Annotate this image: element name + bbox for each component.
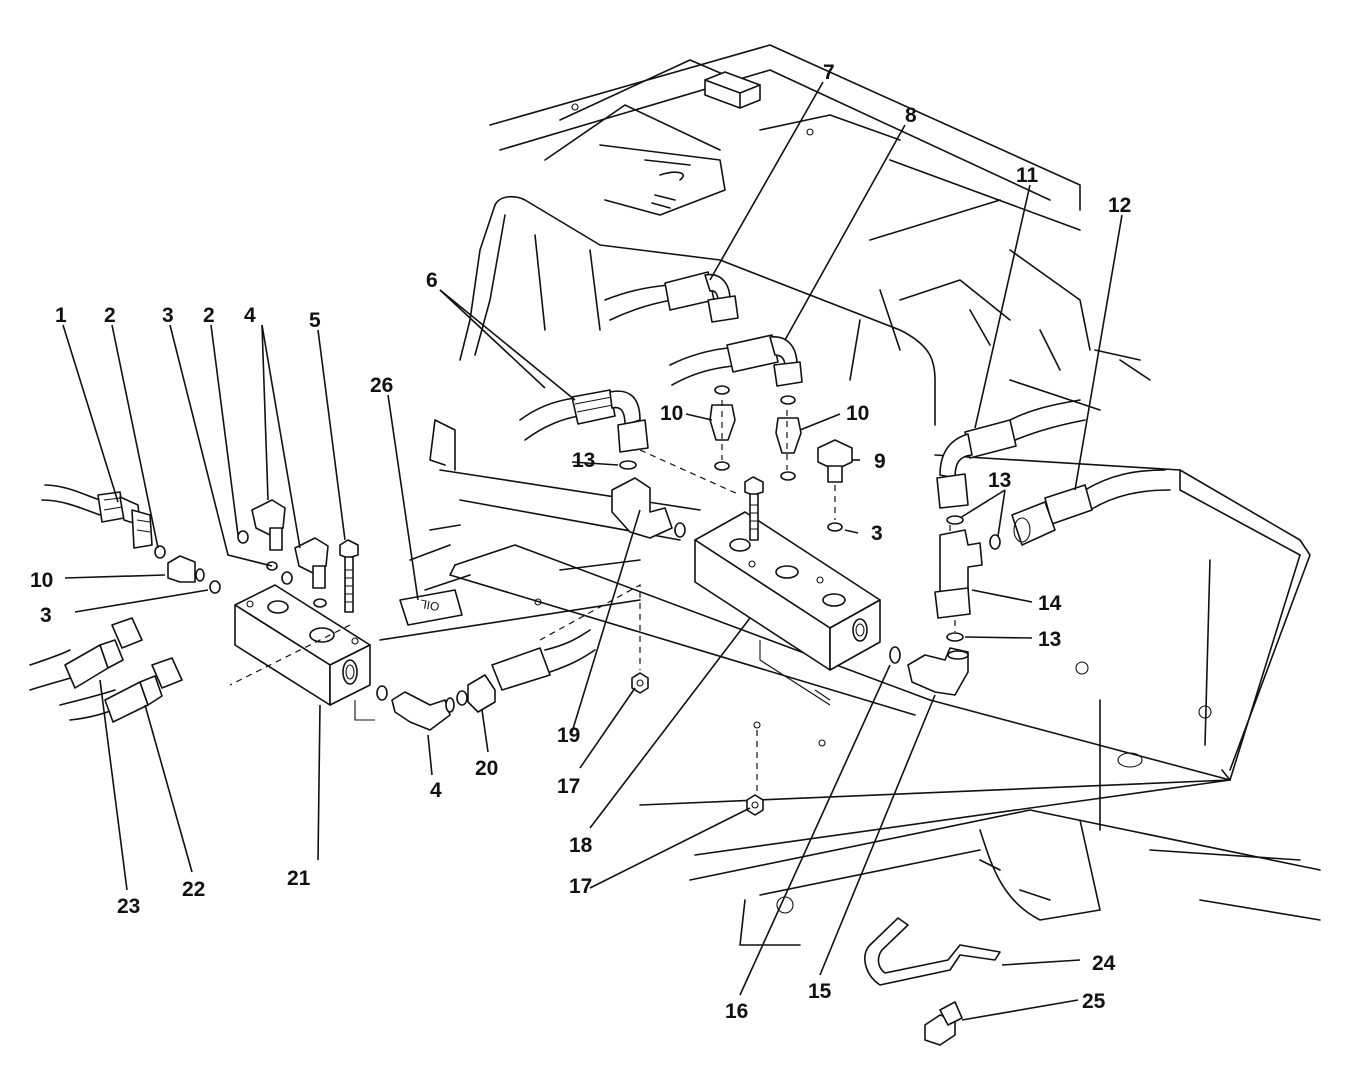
callout-4-lower: 4: [430, 779, 442, 802]
callout-9: 9: [874, 450, 886, 473]
callout-15: 15: [808, 980, 832, 1003]
callout-10-left: 10: [30, 569, 53, 592]
oil-decal-text: OIL: [419, 597, 441, 614]
callout-4: 4: [244, 304, 256, 327]
callout-22: 22: [182, 878, 205, 901]
callout-14: 14: [1038, 592, 1062, 615]
callout-18: 18: [569, 834, 593, 857]
callout-19: 19: [557, 724, 580, 747]
callout-23: 23: [117, 895, 140, 918]
callout-1: 1: [55, 304, 67, 327]
callout-13-mid: 13: [572, 449, 595, 472]
callout-24: 24: [1092, 952, 1116, 975]
callout-3: 3: [162, 304, 174, 327]
callout-3-left: 3: [40, 604, 52, 627]
callout-21: 21: [287, 867, 311, 890]
callout-20: 20: [475, 757, 498, 780]
callout-labels: 1 2 3 2 4 5 26 6 7 8 10 10 13 9 3 11 12 …: [30, 61, 1131, 1023]
callout-17-upper: 17: [557, 775, 580, 798]
callout-5: 5: [309, 309, 321, 332]
callout-17-lower: 17: [569, 875, 592, 898]
callout-10-right: 10: [846, 402, 869, 425]
chassis-frame: [379, 44, 1321, 946]
hoses: [29, 284, 1171, 721]
callout-8: 8: [905, 104, 917, 127]
callout-16: 16: [725, 1000, 748, 1023]
alignment-lines: [229, 400, 956, 795]
callout-2: 2: [104, 304, 116, 327]
callout-25: 25: [1082, 990, 1106, 1013]
leader-lines: [62, 81, 1123, 1021]
callout-26: 26: [370, 374, 393, 397]
callout-6: 6: [426, 269, 438, 292]
callout-13-upper-right: 13: [988, 469, 1011, 492]
fittings: [64, 271, 1093, 1046]
callout-11: 11: [1016, 164, 1039, 187]
callout-10-mid: 10: [660, 402, 683, 425]
callout-12: 12: [1108, 194, 1131, 217]
callout-3-right: 3: [871, 522, 883, 545]
callout-7: 7: [823, 61, 835, 84]
callout-13-lower-right: 13: [1038, 628, 1061, 651]
callout-2-b: 2: [203, 304, 215, 327]
